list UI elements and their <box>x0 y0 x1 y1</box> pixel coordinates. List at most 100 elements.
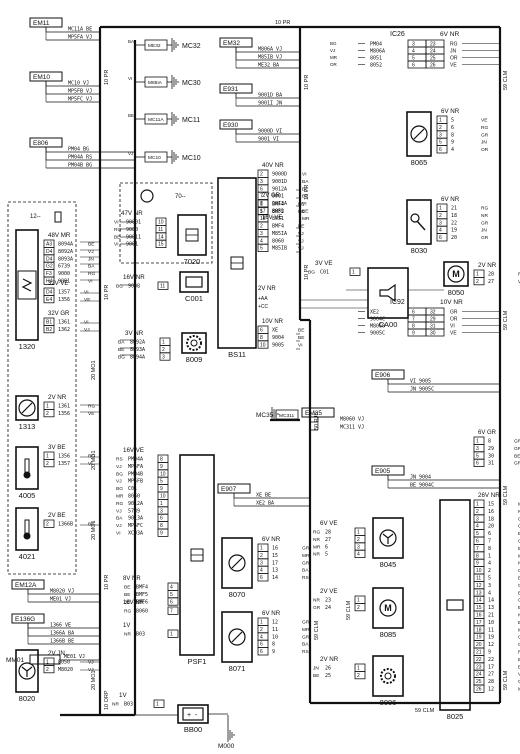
c4005-pin-wire: 1356 <box>58 454 70 460</box>
c1320-32ve-no: E4 <box>46 297 52 303</box>
c1320-32ve-col: VE <box>84 297 90 303</box>
ca00-body <box>367 267 409 319</box>
c8025-pin-wire: 14 <box>488 598 494 604</box>
c8025-pin-wire: 18 <box>488 516 494 522</box>
c8071-pin-cell <box>257 647 269 656</box>
c8085-label: 8085 <box>380 630 397 639</box>
c8009-pin-no: 3 <box>162 354 165 360</box>
c1313-pin-wire: 1361 <box>58 404 70 410</box>
c8045-pin-col: MR <box>313 544 321 550</box>
c1320-pin-col: JN <box>88 256 94 262</box>
ic26-pin: 25 <box>430 56 436 62</box>
bus-label-rjb: 50 RJB <box>314 412 320 430</box>
c8025-pin-col: GR <box>518 635 520 641</box>
psf1-pin-wire: 8060 <box>128 494 140 500</box>
c8025-pin-wire: 9 <box>488 650 491 656</box>
c7020-pin-col: VI <box>114 242 119 248</box>
c8025-pin-no: 1 <box>476 502 479 508</box>
c1313-label: 1313 <box>19 422 36 431</box>
c8009-plug: 3V NR <box>125 330 144 337</box>
c1320-32gr-wire: 1362 <box>58 327 70 333</box>
ic26-wire: 8052 <box>370 63 382 69</box>
ca00-label: CA00 <box>379 320 398 329</box>
c8085-pin-cell <box>354 603 366 612</box>
c001-pin-col: BG <box>116 284 123 290</box>
c8030-pin-cell <box>436 233 448 242</box>
c8025-pin-wire: 16 <box>488 509 494 515</box>
em35-id: EM35 <box>305 410 322 417</box>
c8045-label: 8045 <box>380 560 397 569</box>
bus-label-right1: 59 CLM <box>503 70 509 90</box>
c8020-pin-no: 1 <box>46 660 49 666</box>
c8025-pin-wire: 3 <box>488 583 491 589</box>
bus-label-right3: 59 CLM <box>503 485 509 505</box>
bs11-pin-col: VI <box>302 201 307 207</box>
c8030-pin-col: GR <box>481 235 489 241</box>
c7020-pin-col: VI <box>114 220 119 226</box>
c8065-plug: 6V NR <box>441 108 460 115</box>
c1320-pin-col: RG <box>88 271 95 277</box>
c8020-pin-wire: M8020 <box>58 667 73 673</box>
c1320-plug: 48V MR <box>48 232 71 239</box>
e930-wire-label: 9000D VI <box>258 129 282 135</box>
psf1-pin-wire: MP5FB <box>128 479 143 485</box>
c8065-pin-col: OR <box>481 147 489 153</box>
c1320-pin-wire: 9001 <box>58 279 70 285</box>
c8070-gauge-icon <box>228 554 246 572</box>
mc35-box-label: MC311 <box>279 413 294 419</box>
ground-label-MC35: MC35 <box>256 412 274 419</box>
e906-wire-label: VI 9005 <box>410 379 431 385</box>
group-70-icon <box>140 189 154 203</box>
c8025-pin-no: 19 <box>476 635 482 641</box>
c8025-pin-col: GR <box>518 524 520 530</box>
bs11-pin-no: 2 <box>260 172 263 178</box>
ic92-pin: 31 <box>430 324 436 330</box>
c8050-pin-no: 1 <box>476 272 479 278</box>
c8065-pin-col: GR <box>481 132 489 138</box>
c8025-body <box>439 499 471 711</box>
c8020-plug: 2V JN <box>48 650 65 657</box>
psf1-pin-wire: 5739 <box>128 508 140 514</box>
c8025-6vgr-no: 3 <box>476 446 479 452</box>
c1320-32gr-wire: 1361 <box>58 320 70 326</box>
c8071-pin-wire: 8 <box>272 642 275 648</box>
c8009-pin-col: BA <box>118 340 125 346</box>
bs11-gr-no: 5 <box>260 209 263 215</box>
ca00-pin-cell <box>349 267 361 276</box>
c1313-body <box>15 395 39 421</box>
c4005-therm-bulb <box>23 471 31 479</box>
c4005-label: 4005 <box>19 491 36 500</box>
c001-screen-icon <box>185 276 203 288</box>
psf-16v-cell <box>167 606 179 615</box>
c8025-pin-cell <box>473 684 485 693</box>
e931-id: E931 <box>223 86 239 93</box>
c8070-pin-wire: 17 <box>272 560 278 566</box>
psf-1v-no: 1 <box>170 632 173 638</box>
c8070-pin-no: 2 <box>260 553 263 559</box>
ic26-color: RG <box>450 42 458 48</box>
c8070-pin-col: GR <box>302 546 310 552</box>
c1320-relay-icon <box>17 270 37 300</box>
c8025-pin-no: 8 <box>476 553 479 559</box>
bs11-10v-wire: 9005 <box>272 342 284 348</box>
psf1-pin-no: 9 <box>160 531 163 537</box>
c1313-pin-cell <box>43 408 55 418</box>
c8030-plug: 6V NR <box>441 196 460 203</box>
bs11-10v-no: 10 <box>260 342 266 348</box>
ic26-cell <box>407 60 427 69</box>
c8025-pin-no: 6 <box>476 539 479 545</box>
c8030-key-shaft <box>416 220 426 231</box>
bs11-gr-col: BE <box>298 209 304 215</box>
c8030-pin-wire: 21 <box>451 206 457 212</box>
c8025-pin-no: 24 <box>476 672 482 678</box>
g-col: VJ <box>128 151 133 156</box>
ground-label-M000: M000 <box>218 743 235 750</box>
c8050-label: 8050 <box>448 288 465 297</box>
bs11-pin-no: 3 <box>260 179 263 185</box>
c8030-pin-no: 2 <box>439 213 442 219</box>
e906-id: E906 <box>375 372 391 379</box>
c8065-pin-col: JN <box>481 140 487 146</box>
ic26-pin: 24 <box>430 49 436 55</box>
psf-1v-cell <box>167 629 179 638</box>
c8025-6vgr-no: 5 <box>476 453 479 459</box>
